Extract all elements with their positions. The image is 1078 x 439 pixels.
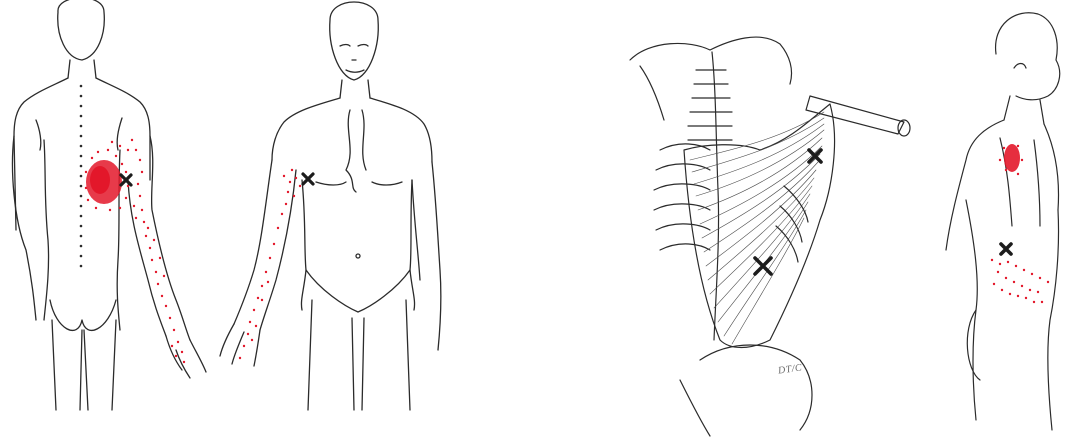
referral-pattern-panel bbox=[0, 0, 560, 439]
muscle-anatomy-panel bbox=[620, 0, 1078, 439]
front-trigger-point-marker bbox=[303, 174, 313, 184]
back-view-figure bbox=[13, 0, 207, 410]
referral-pattern-drawing bbox=[0, 0, 560, 439]
side-view-figure bbox=[946, 13, 1060, 430]
muscle-anatomy-drawing bbox=[620, 0, 1078, 439]
side-trigger-point-marker bbox=[1001, 244, 1011, 254]
skeleton-and-muscle bbox=[630, 37, 910, 436]
back-referral-pain-dots bbox=[85, 139, 185, 363]
lower-trigger-point-marker bbox=[755, 258, 771, 274]
front-view-figure bbox=[220, 2, 441, 410]
upper-trigger-point-marker bbox=[809, 150, 821, 162]
back-trigger-point-marker bbox=[121, 175, 131, 185]
front-referral-pain-dots bbox=[239, 169, 301, 359]
